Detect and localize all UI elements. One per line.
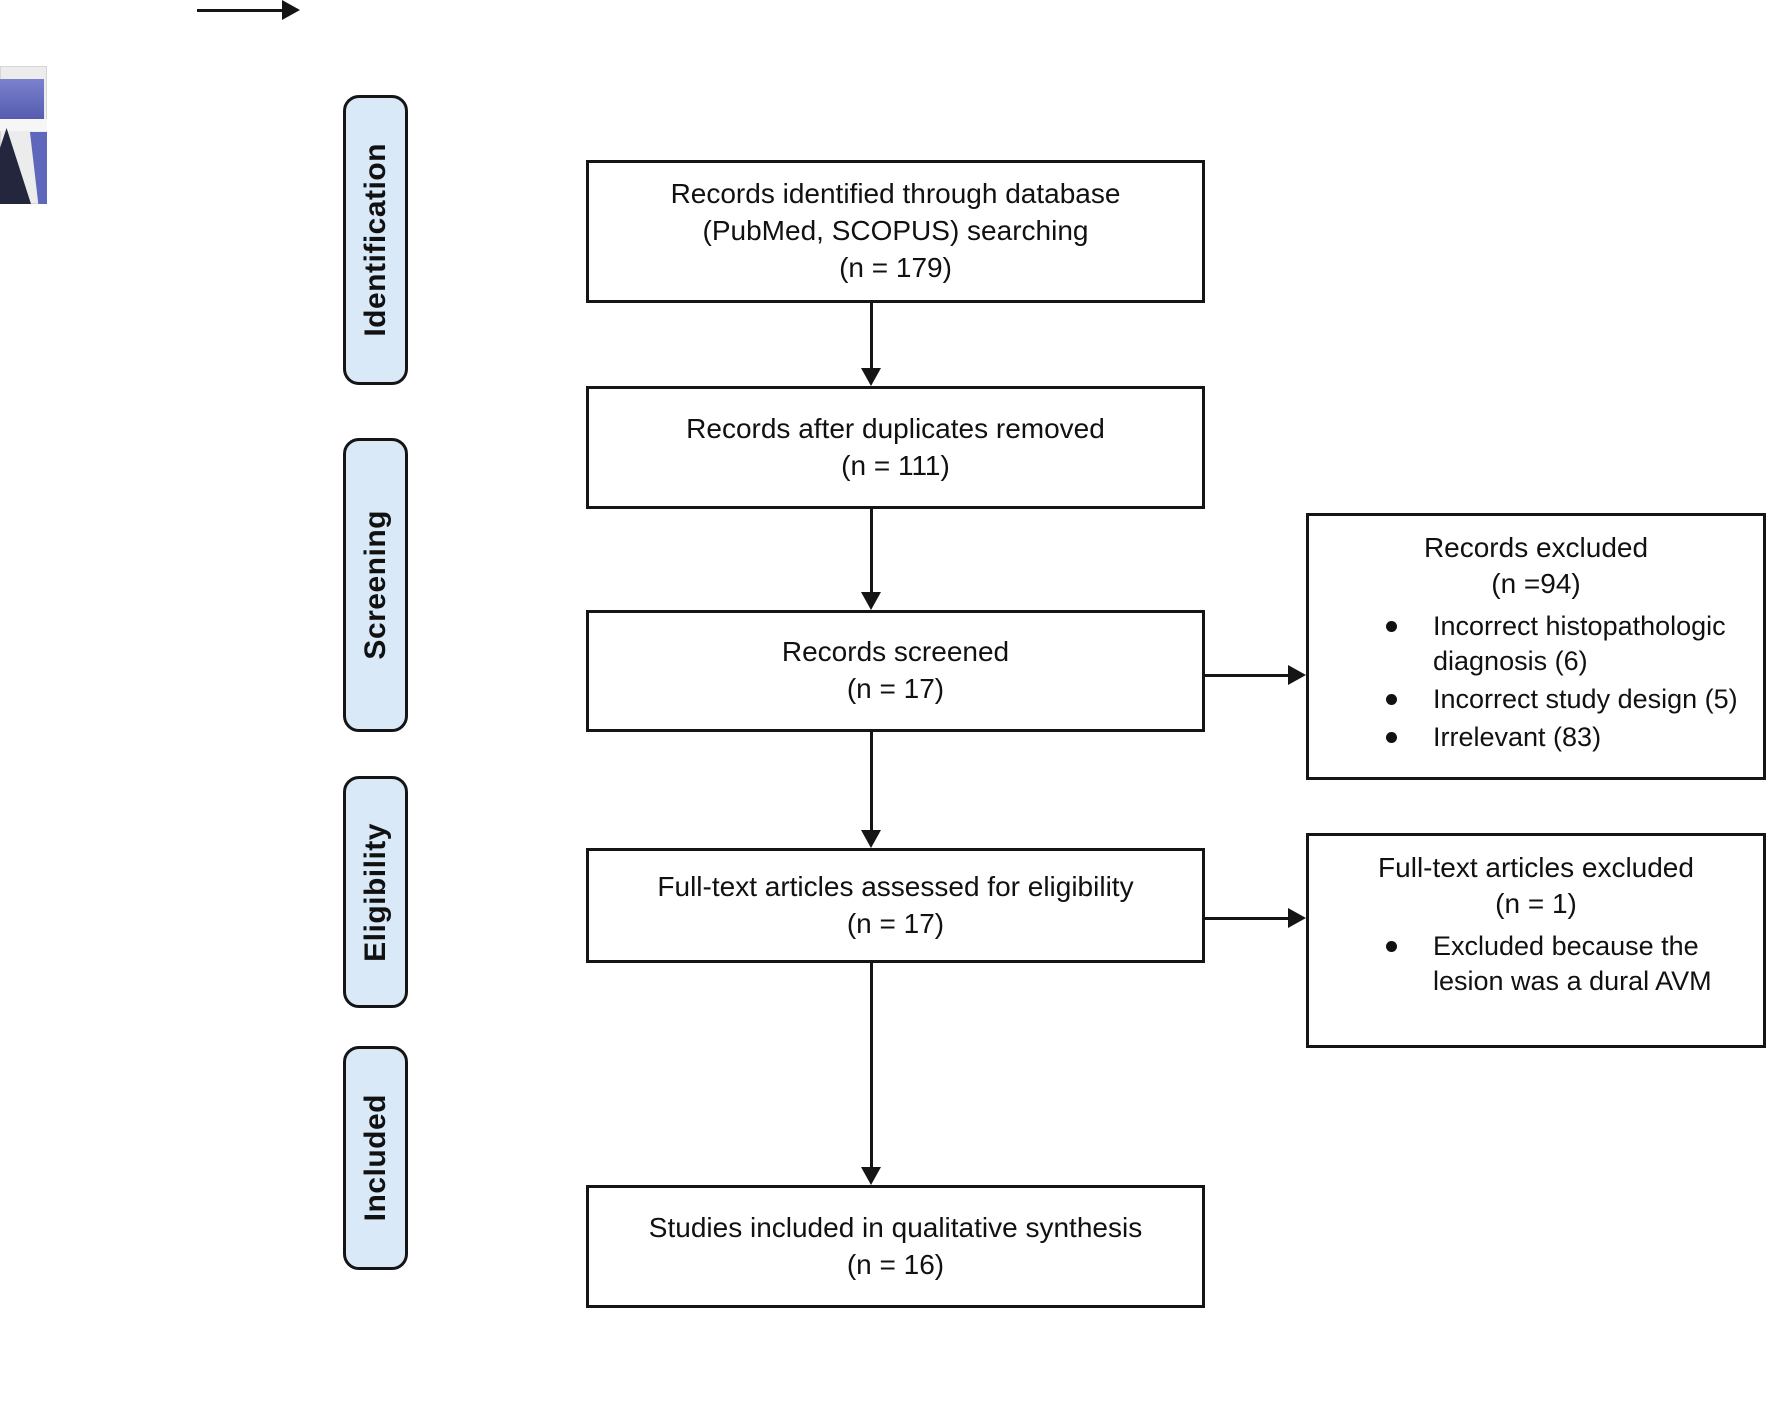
arrow-screened-to-fulltext-head-icon bbox=[861, 830, 881, 848]
stage-included: Included bbox=[343, 1046, 408, 1270]
fulltext-excluded-list: Excluded because the lesion was a dural … bbox=[1309, 929, 1763, 999]
box-studies-included: Studies included in qualitative synthesi… bbox=[586, 1185, 1205, 1308]
arrow-fulltext-to-included bbox=[870, 963, 873, 1169]
stage-eligibility-label: Eligibility bbox=[358, 822, 392, 962]
records-excluded-title: Records excluded bbox=[1423, 532, 1649, 563]
box-records-screened: Records screened (n = 17) bbox=[586, 610, 1205, 732]
stage-identification: Identification bbox=[343, 95, 408, 385]
arrow-screened-to-excluded bbox=[1205, 674, 1289, 677]
box-duplicates-removed-line1: Records after duplicates removed bbox=[686, 412, 1105, 444]
arrow-duplicates-to-screened bbox=[870, 509, 873, 594]
box-records-screened-line1: Records screened bbox=[781, 636, 1010, 668]
arrow-screened-to-excluded-head-icon bbox=[1288, 665, 1306, 685]
arrow-fulltext-to-excluded bbox=[1205, 917, 1289, 920]
records-excluded-list: Incorrect histopathologic diagnosis (6) … bbox=[1309, 609, 1763, 755]
records-excluded-item: Incorrect histopathologic diagnosis (6) bbox=[1386, 609, 1749, 679]
fulltext-excluded-item: Excluded because the lesion was a dural … bbox=[1386, 929, 1749, 999]
box-duplicates-removed-count: (n = 111) bbox=[841, 449, 950, 481]
box-duplicates-removed: Records after duplicates removed (n = 11… bbox=[586, 386, 1205, 509]
stage-screening: Screening bbox=[343, 438, 408, 732]
box-fulltext-assessed-count: (n = 17) bbox=[846, 907, 945, 939]
arrow-fulltext-to-excluded-head-icon bbox=[1288, 908, 1306, 928]
box-fulltext-assessed-line1: Full-text articles assessed for eligibil… bbox=[657, 870, 1134, 902]
box-records-identified-line1: Records identified through database bbox=[670, 178, 1121, 210]
records-excluded-item: Incorrect study design (5) bbox=[1386, 682, 1749, 717]
arrow-duplicates-to-screened-head-icon bbox=[861, 592, 881, 610]
box-fulltext-assessed: Full-text articles assessed for eligibil… bbox=[586, 848, 1205, 963]
box-records-excluded: Records excluded (n =94) Incorrect histo… bbox=[1306, 513, 1766, 780]
box-studies-included-count: (n = 16) bbox=[846, 1248, 945, 1280]
box-records-identified-count: (n = 179) bbox=[839, 251, 952, 283]
records-excluded-item: Irrelevant (83) bbox=[1386, 720, 1749, 755]
stage-identification-label: Identification bbox=[358, 143, 392, 337]
stage-eligibility: Eligibility bbox=[343, 776, 408, 1008]
figure-thumbnail bbox=[0, 66, 47, 204]
box-records-identified-line2: (PubMed, SCOPUS) searching bbox=[702, 215, 1089, 247]
top-arrow-head-icon bbox=[282, 0, 300, 20]
fulltext-excluded-title: Full-text articles excluded bbox=[1378, 852, 1694, 883]
stage-screening-label: Screening bbox=[358, 510, 392, 660]
arrow-identified-to-duplicates bbox=[870, 303, 873, 370]
box-fulltext-excluded: Full-text articles excluded (n = 1) Excl… bbox=[1306, 833, 1766, 1048]
fulltext-excluded-count: (n = 1) bbox=[1495, 888, 1577, 920]
box-records-identified: Records identified through database (Pub… bbox=[586, 160, 1205, 303]
stage-included-label: Included bbox=[358, 1094, 392, 1222]
records-excluded-count: (n =94) bbox=[1491, 568, 1581, 600]
arrow-identified-to-duplicates-head-icon bbox=[861, 368, 881, 386]
arrow-screened-to-fulltext bbox=[870, 732, 873, 832]
box-records-screened-count: (n = 17) bbox=[846, 673, 945, 704]
box-studies-included-line1: Studies included in qualitative synthesi… bbox=[648, 1211, 1143, 1243]
thumbnail-blue-rect bbox=[0, 79, 44, 119]
thumbnail-band bbox=[0, 119, 47, 131]
top-arrow-line bbox=[197, 9, 283, 12]
arrow-fulltext-to-included-head-icon bbox=[861, 1167, 881, 1185]
